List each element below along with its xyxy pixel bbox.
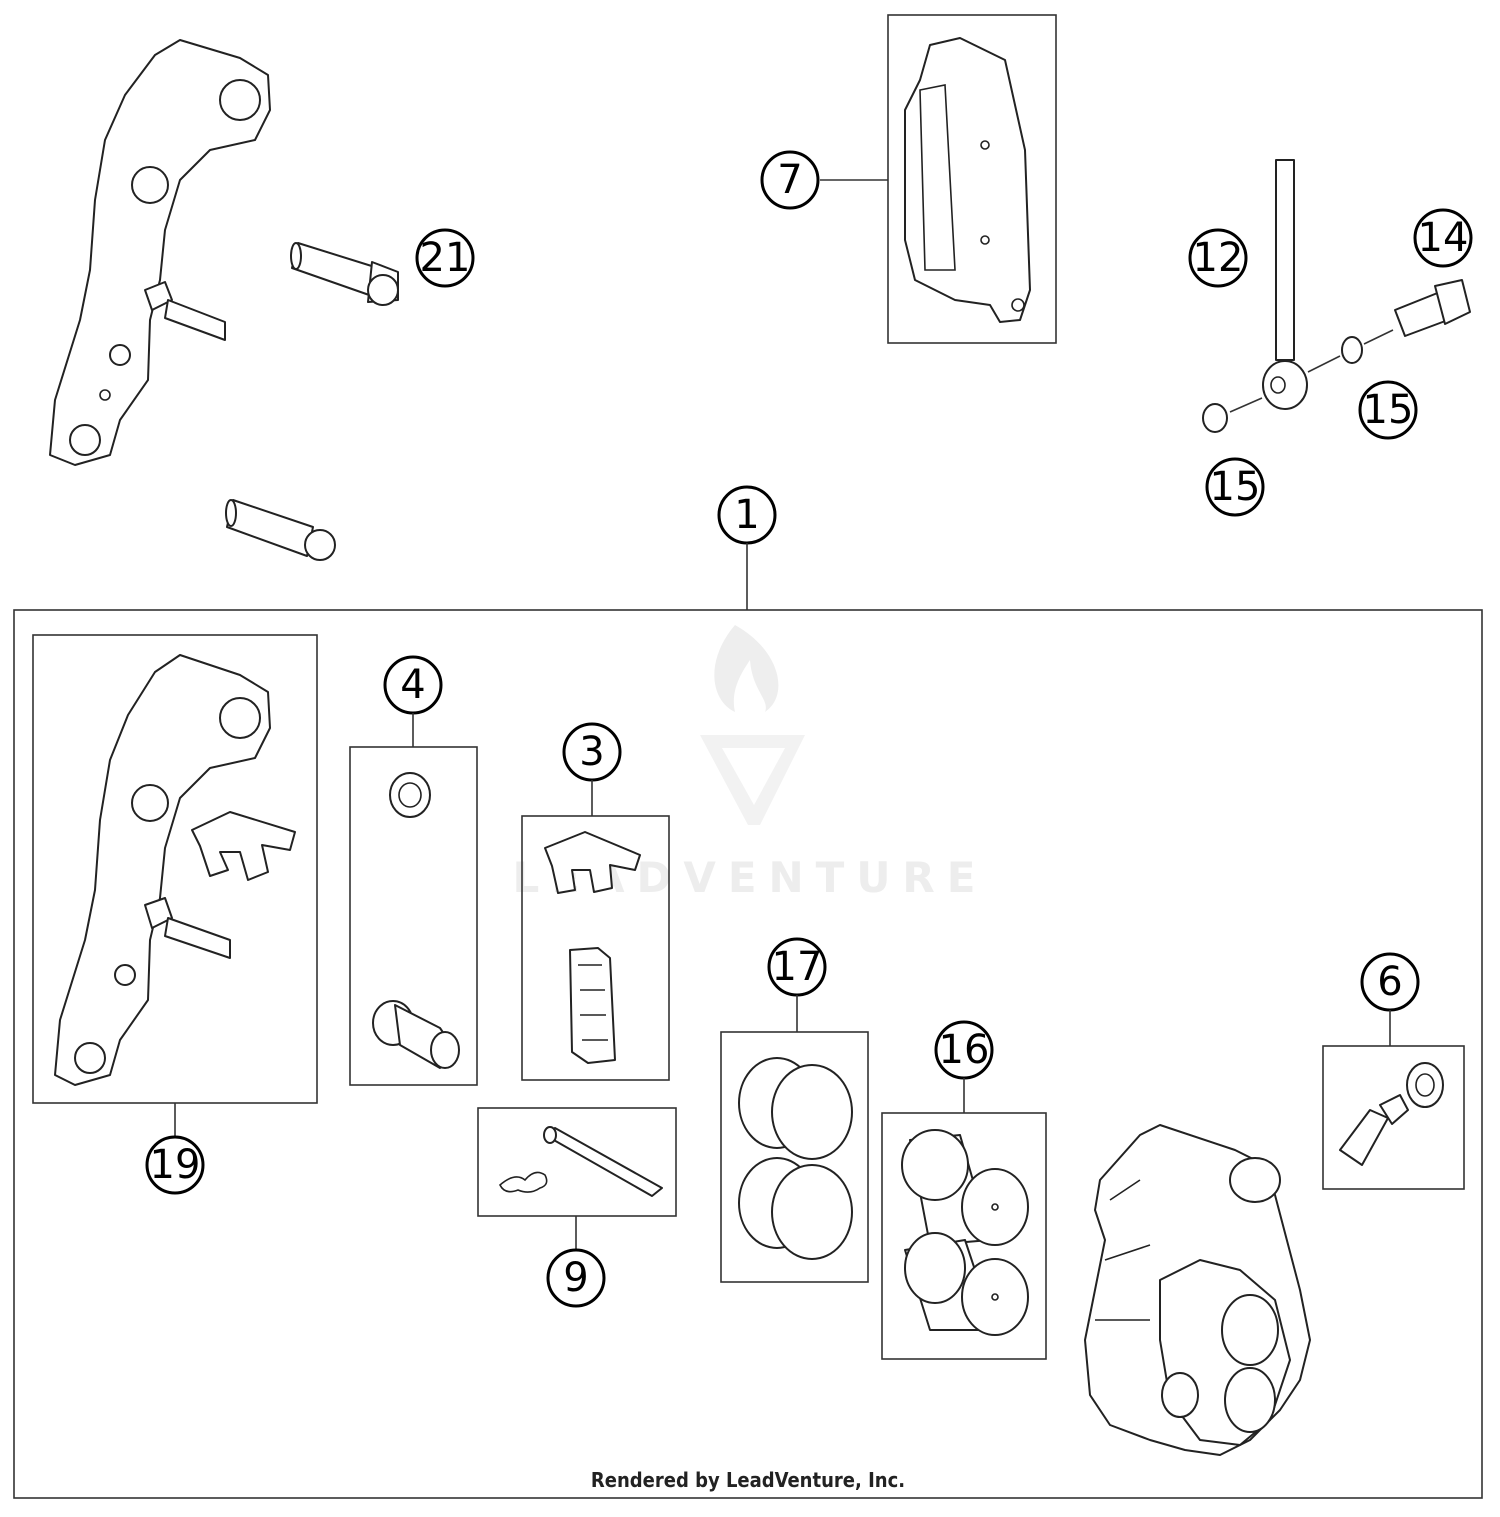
- caliper-bracket-part[interactable]: [49, 39, 271, 466]
- brake-pad-box: [887, 14, 1057, 344]
- brake-line-assembly-part[interactable]: [1202, 159, 1471, 433]
- callout-4[interactable]: 4: [383, 655, 443, 715]
- bracket-kit-part[interactable]: [54, 654, 296, 1086]
- svg-text:16: 16: [939, 1027, 990, 1073]
- bolt-lower-part[interactable]: [225, 499, 336, 561]
- callout-12[interactable]: 12: [1188, 228, 1248, 288]
- piston-kit-part[interactable]: [901, 1129, 1029, 1336]
- svg-text:14: 14: [1418, 215, 1469, 261]
- bleeder-kit-part[interactable]: [1339, 1062, 1444, 1166]
- svg-text:15: 15: [1363, 387, 1414, 433]
- svg-text:6: 6: [1377, 959, 1402, 1005]
- callout-14[interactable]: 14: [1413, 208, 1473, 268]
- seal-kit-box: [720, 1031, 869, 1283]
- seal-kit-part[interactable]: [738, 1057, 853, 1260]
- callout-15-right[interactable]: 15: [1358, 380, 1418, 440]
- svg-text:3: 3: [579, 729, 604, 775]
- bleeder-kit-box: [1322, 1045, 1465, 1190]
- svg-text:7: 7: [777, 157, 802, 203]
- callout-9[interactable]: 9: [546, 1248, 606, 1308]
- brake-caliper-part[interactable]: [1084, 1124, 1311, 1456]
- svg-text:12: 12: [1193, 235, 1244, 281]
- callout-15-left[interactable]: 15: [1205, 457, 1265, 517]
- bolt-21-part[interactable]: [290, 242, 399, 306]
- callout-19[interactable]: 19: [145, 1135, 205, 1195]
- svg-text:15: 15: [1210, 464, 1261, 510]
- svg-text:1: 1: [734, 492, 759, 538]
- pin-kit-box: [477, 1107, 677, 1217]
- svg-text:19: 19: [150, 1142, 201, 1188]
- callout-16[interactable]: 16: [934, 1020, 994, 1080]
- pin-kit-part[interactable]: [499, 1126, 663, 1197]
- callout-17[interactable]: 17: [767, 937, 827, 997]
- callout-6[interactable]: 6: [1360, 952, 1420, 1012]
- bushing-kit-part[interactable]: [372, 772, 460, 1069]
- brake-pad-part[interactable]: [904, 37, 1031, 323]
- svg-text:4: 4: [400, 662, 425, 708]
- caliper-assembly-box: [13, 609, 1483, 1499]
- callout-1[interactable]: 1: [717, 485, 777, 545]
- svg-text:17: 17: [772, 944, 823, 990]
- watermark-logo-icon: [700, 625, 805, 825]
- footer-credit: Rendered by LeadVenture, Inc.: [591, 1468, 905, 1492]
- callout-3[interactable]: 3: [562, 722, 622, 782]
- callout-21[interactable]: 21: [415, 228, 475, 288]
- bushing-kit-box: [349, 746, 478, 1086]
- spring-kit-box: [521, 815, 670, 1081]
- svg-text:9: 9: [563, 1255, 588, 1301]
- piston-kit-box: [881, 1112, 1047, 1360]
- spring-kit-part[interactable]: [544, 831, 641, 1064]
- callout-7[interactable]: 7: [760, 150, 820, 210]
- svg-text:21: 21: [420, 235, 471, 281]
